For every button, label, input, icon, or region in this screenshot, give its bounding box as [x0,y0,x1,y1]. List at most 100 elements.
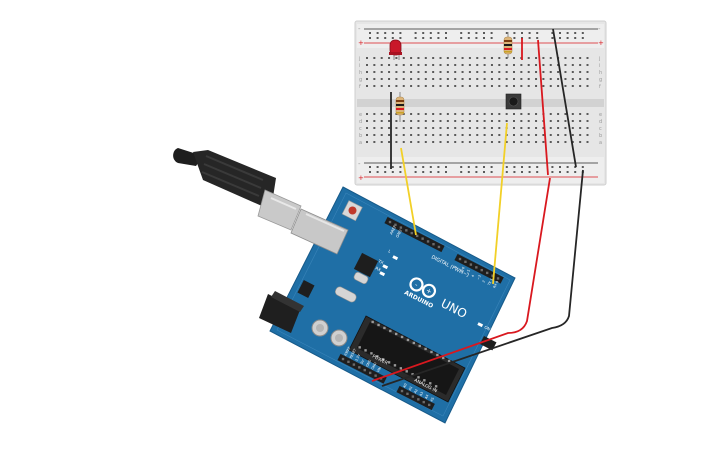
breadboard-hole [535,113,538,115]
led[interactable] [389,39,402,60]
chip-pin [381,358,385,361]
rail-hole [513,37,516,39]
breadboard-hole [483,141,486,143]
breadboard-hole [388,71,391,73]
rail-hole [490,32,493,34]
rail-hole [475,166,478,168]
breadboard-hole [417,57,420,59]
rail-hole [551,171,554,173]
breadboard-hole [446,127,449,129]
chip-pin [406,338,410,342]
breadboard-hole [535,57,538,59]
rail-hole [483,32,485,34]
bottom-power-rail [357,157,604,183]
rail-hole [505,171,508,173]
breadboard-hole [454,113,457,115]
power-header-pin-label: GND [365,359,372,368]
breadboard-hole [513,71,515,73]
wire-yellow-led[interactable] [400,147,417,236]
breadboard-hole [432,78,435,80]
breadboard-hole [402,78,405,80]
breadboard-hole [527,71,530,73]
power-header-pin-label: VIN [376,366,382,373]
rail-hole [376,37,379,39]
row-letter: c [359,126,362,132]
breadboard-hole [535,78,538,80]
breadboard-hole [373,78,376,80]
wires[interactable] [371,28,584,387]
breadboard-hole [417,78,420,80]
breadboard-hole [439,141,442,143]
breadboard-hole [513,64,515,66]
rail-hole [384,37,387,39]
rail-hole [475,171,478,173]
breadboard-hole [380,127,383,129]
wire-red-rail[interactable] [537,39,549,176]
breadboard-hole [535,71,538,73]
breadboard-hole [432,113,435,115]
chip-pin [436,353,439,357]
breadboard-hole [586,141,589,143]
breadboard-hole [468,141,471,143]
breadboard-hole [527,113,530,115]
breadboard-hole [557,127,560,129]
rail-hole [437,166,440,168]
breadboard-hole [579,141,582,143]
breadboard-hole [476,78,479,80]
breadboard-hole [446,64,449,66]
breadboard-hole [439,127,442,129]
breadboard-hole [388,120,391,122]
usb-metal-shine [270,197,297,210]
rail-hole [384,32,387,34]
breadboard-hole [490,120,493,122]
breadboard-hole [549,64,552,66]
wire-yellow-button[interactable] [492,122,508,285]
rail-hole [513,32,516,34]
digital-header-pin [399,226,403,229]
rail-hole [369,32,371,34]
breadboard-hole [571,134,574,136]
rail-hole [422,37,425,39]
breadboard-hole [571,127,574,129]
rail-hole [369,37,371,39]
breadboard-hole [586,78,589,80]
resistor-top[interactable] [503,32,513,58]
wire-red-5v[interactable] [371,177,551,382]
breadboard-hole [410,64,413,66]
rail-hole [391,37,394,39]
breadboard-hole [373,64,376,66]
logo-loop-left [409,277,424,292]
breadboard-hole [498,85,501,87]
rx-label: RX [375,265,382,272]
rail-hole [566,166,569,168]
usb-cable-icon[interactable] [173,148,302,231]
breadboard-hole [424,57,427,59]
usb-plug-ridge-1 [205,155,264,181]
rail-hole [414,37,417,39]
breadboard-hole [366,120,368,122]
rail-hole [399,32,402,34]
breadboard-hole [579,113,582,115]
crystal-small [353,271,369,285]
resistor-bottom[interactable] [395,92,405,122]
breadboard-hole [579,120,582,122]
breadboard-hole [373,134,376,136]
rail-hole [581,166,584,168]
wire-black-gnd[interactable] [381,169,584,387]
breadboard-hole [439,71,442,73]
row-letter: e [599,112,602,118]
rail-hole [414,32,417,34]
breadboard-hole [366,85,368,87]
rail-hole [467,37,470,39]
rail-hole [559,37,561,39]
wire-black-rail[interactable] [552,28,577,168]
pushbutton[interactable] [505,93,522,110]
analog-header-pin-label: A5 [430,397,436,403]
